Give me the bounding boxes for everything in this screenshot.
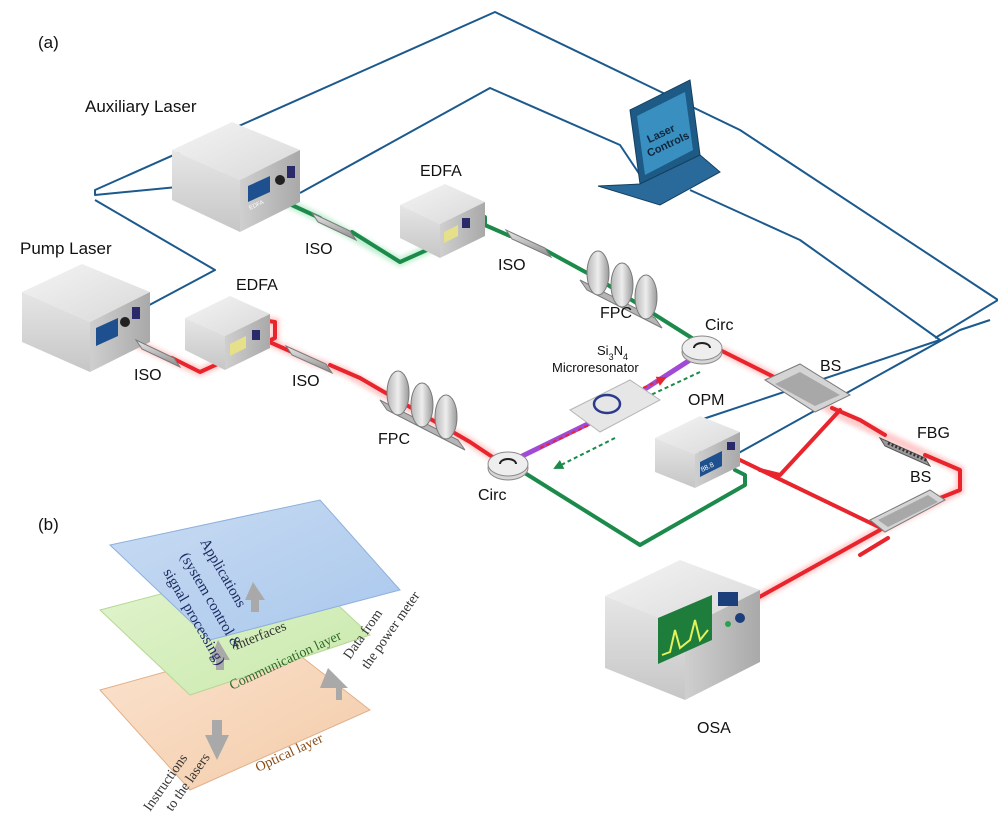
label-fpc-bottom: FPC <box>378 431 410 448</box>
label-edfa-bottom: EDFA <box>236 277 278 294</box>
label-edfa-top: EDFA <box>420 163 462 180</box>
beam-splitter-bottom <box>869 489 946 533</box>
laptop <box>597 79 721 206</box>
iso-pump-1 <box>134 338 182 369</box>
label-fpc-top: FPC <box>600 305 632 322</box>
label-auxiliary-laser: Auxiliary Laser <box>85 97 197 116</box>
iso-pump-2 <box>284 344 334 375</box>
auxiliary-laser <box>172 122 300 232</box>
label-pump-laser: Pump Laser <box>20 239 112 258</box>
pump-laser <box>22 264 150 372</box>
isolators <box>134 211 553 375</box>
panel-b-tag: (b) <box>38 515 59 534</box>
label-bs-bottom: BS <box>910 469 931 486</box>
edfa-bottom <box>185 296 270 370</box>
microresonator-chip <box>569 379 661 433</box>
edfa-top <box>400 184 485 258</box>
label-osa: OSA <box>697 720 731 737</box>
label-iso-1: ISO <box>305 241 333 258</box>
circulator-top <box>681 335 723 365</box>
label-bs-top: BS <box>820 358 841 375</box>
label-iso-4: ISO <box>292 373 320 390</box>
fpc-top <box>579 250 663 329</box>
label-fbg: FBG <box>917 425 950 442</box>
label-iso-3: ISO <box>134 367 162 384</box>
panel-a-tag: (a) <box>38 33 59 52</box>
opm <box>655 416 740 488</box>
label-microresonator-2: Microresonator <box>552 360 639 375</box>
circulator-bottom <box>487 451 529 481</box>
label-iso-2: ISO <box>498 257 526 274</box>
fbg <box>878 436 932 468</box>
applications-layer <box>108 499 401 641</box>
label-opm: OPM <box>688 392 724 409</box>
osa <box>605 560 760 700</box>
fpc-bottom <box>379 370 466 451</box>
label-circ-top: Circ <box>705 317 733 334</box>
beam-splitter-top <box>763 363 852 413</box>
control-cables <box>94 11 998 460</box>
label-microresonator-1: Si3N4 <box>597 343 628 362</box>
iso-aux-1 <box>310 211 358 242</box>
label-circ-bottom: Circ <box>478 487 506 504</box>
layer-stack <box>99 499 401 791</box>
iso-aux-2 <box>504 228 553 259</box>
